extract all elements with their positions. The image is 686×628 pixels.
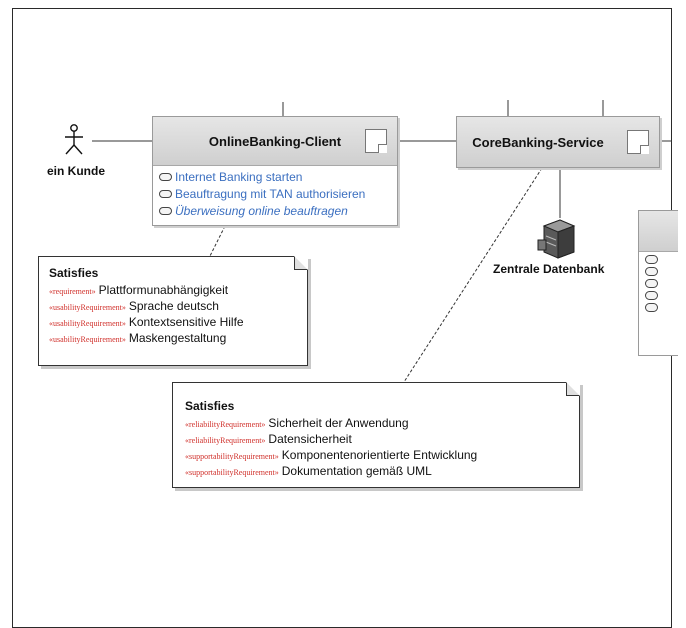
note-requirement-row: «supportabilityRequirement»Dokumentation… (185, 464, 432, 478)
database-label: Zentrale Datenbank (493, 262, 605, 276)
note-requirement-row: «usabilityRequirement»Sprache deutsch (49, 299, 219, 313)
online-banking-client-component[interactable]: OnlineBanking-Client Internet Banking st… (152, 116, 398, 226)
operation-internet-banking-starten[interactable]: Internet Banking starten (159, 168, 397, 185)
operation-beauftragung-tan[interactable]: Beauftragung mit TAN authorisieren (159, 185, 397, 202)
operation-bullet-icon (645, 279, 658, 288)
core-banking-service-component[interactable]: CoreBanking-Service (456, 116, 660, 168)
client-operations-list: Internet Banking starten Beauftragung mi… (153, 166, 397, 219)
note-requirement-row: «usabilityRequirement»Kontextsensitive H… (49, 315, 244, 329)
operation-bullet-icon (645, 267, 658, 276)
component-icon (627, 130, 649, 154)
core-component-header: CoreBanking-Service (457, 117, 659, 167)
note-requirement-row: «supportabilityRequirement»Komponentenor… (185, 448, 478, 462)
partial-component-header (639, 211, 678, 252)
client-note-anchor (209, 225, 226, 257)
note-requirement-row: «requirement»Plattformunabhängigkeit (49, 283, 229, 297)
note-requirement-row: «reliabilityRequirement»Datensicherheit (185, 432, 352, 446)
note-title: Satisfies (49, 266, 99, 280)
client-component-title: OnlineBanking-Client (208, 133, 342, 149)
core-component-title: CoreBanking-Service (472, 134, 604, 150)
operation-bullet-icon (645, 291, 658, 300)
client-component-header: OnlineBanking-Client (153, 117, 397, 166)
note-requirement-row: «usabilityRequirement»Maskengestaltung (49, 331, 227, 345)
connector-lines (65, 100, 672, 383)
actor-label: ein Kunde (47, 164, 106, 178)
operation-bullet-icon (645, 303, 658, 312)
partial-component-right[interactable] (638, 210, 678, 356)
actor-icon (65, 124, 83, 155)
operation-bullet-icon (645, 255, 658, 264)
database-server-icon (537, 219, 576, 259)
operation-ueberweisung-online[interactable]: Überweisung online beauftragen (159, 202, 397, 219)
component-icon (365, 129, 387, 153)
operation-bullet-icon (159, 206, 172, 215)
core-satisfies-note[interactable]: Satisfies «reliabilityRequirement»Sicher… (172, 382, 580, 488)
client-satisfies-note[interactable]: Satisfies «requirement»Plattformunabhäng… (38, 256, 308, 366)
note-requirement-row: «reliabilityRequirement»Sicherheit der A… (185, 416, 409, 430)
operation-bullet-icon (159, 172, 172, 181)
note-title: Satisfies (185, 399, 235, 413)
core-note-anchor (403, 167, 543, 383)
operation-bullet-icon (159, 189, 172, 198)
